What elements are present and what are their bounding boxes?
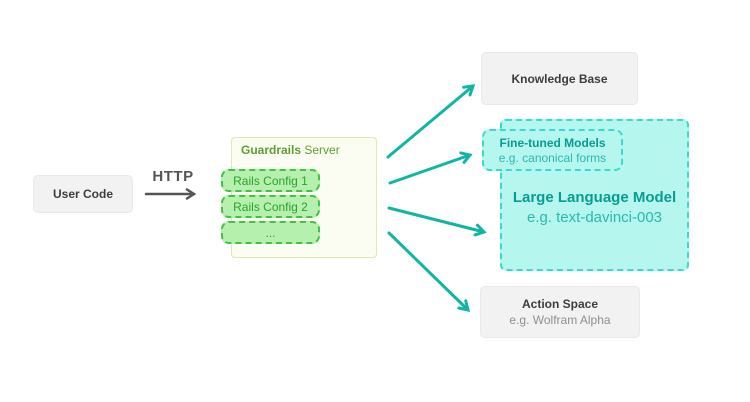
fine-tuned-models-subtitle: e.g. canonical forms [498, 150, 607, 165]
llm-subtitle: e.g. text-davinci-003 [526, 208, 663, 226]
llm-title: Large Language Model [512, 188, 677, 206]
rails-config-2-box: Rails Config 2 [221, 195, 320, 218]
large-language-model-box: Large Language Model e.g. text-davinci-0… [500, 119, 689, 271]
arrow-to-fine-tuned-models [388, 151, 473, 185]
fine-tuned-models-title: Fine-tuned Models [499, 135, 606, 150]
rails-config-ellipsis-box: ... [221, 221, 320, 244]
guardrails-server-title-rest: Server [301, 143, 340, 157]
arrow-to-knowledge-base [386, 84, 476, 159]
arrow-to-action-space [387, 231, 471, 312]
action-space-box: Action Space e.g. Wolfram Alpha [480, 286, 640, 338]
http-label: HTTP [152, 168, 194, 185]
guardrails-server-title: Guardrails Server [241, 143, 340, 157]
knowledge-base-label: Knowledge Base [511, 71, 608, 86]
action-space-subtitle: e.g. Wolfram Alpha [509, 313, 611, 327]
rails-config-1-box: Rails Config 1 [221, 169, 320, 192]
user-code-box: User Code [33, 175, 133, 213]
user-code-label: User Code [52, 187, 114, 201]
arrow-to-llm [387, 206, 487, 237]
knowledge-base-box: Knowledge Base [481, 52, 638, 105]
fine-tuned-models-box: Fine-tuned Models e.g. canonical forms [482, 129, 623, 171]
guardrails-server-title-bold: Guardrails [241, 143, 302, 157]
action-space-title: Action Space [521, 297, 599, 311]
